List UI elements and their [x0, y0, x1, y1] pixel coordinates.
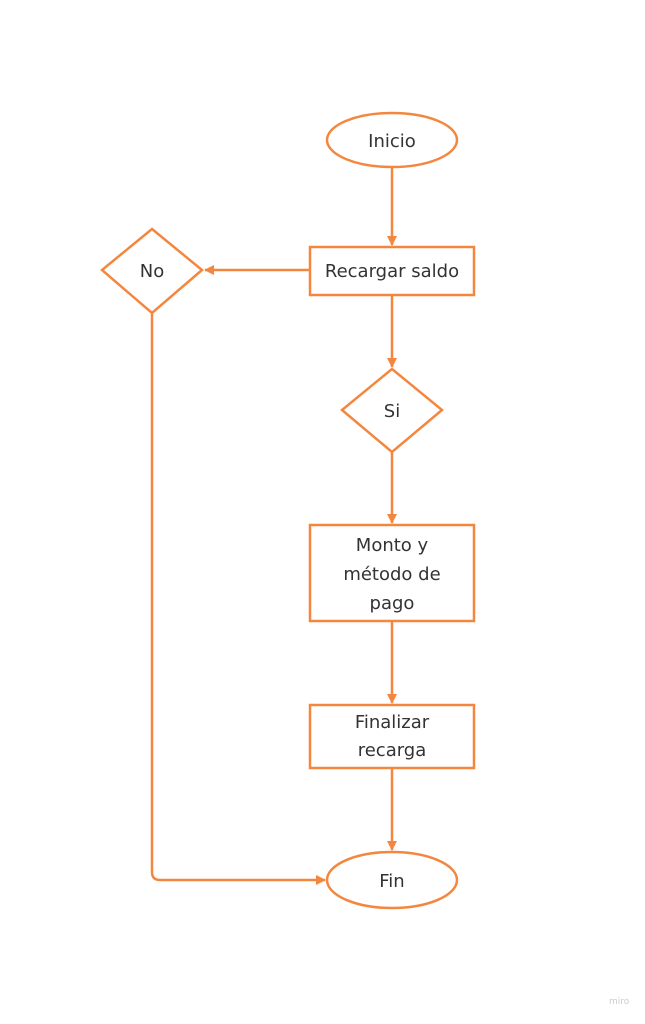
- miro-watermark: miro: [609, 997, 630, 1007]
- node-inicio-label: Inicio: [368, 131, 416, 152]
- node-fin[interactable]: Fin: [325, 850, 459, 910]
- node-finalizar-recarga[interactable]: Finalizar recarga: [308, 703, 476, 770]
- node-recargar-label: Recargar saldo: [325, 261, 459, 282]
- node-inicio[interactable]: Inicio: [325, 111, 459, 169]
- edge-no-fin: [150, 313, 326, 885]
- node-recargar-saldo[interactable]: Recargar saldo: [308, 245, 476, 297]
- node-si-decision[interactable]: Si: [340, 367, 444, 454]
- node-finalizar-label-line1: Finalizar: [355, 712, 430, 733]
- node-si-label: Si: [384, 401, 400, 422]
- node-monto-metodo-pago[interactable]: Monto y método de pago: [308, 523, 476, 623]
- node-monto-label-line3: pago: [370, 593, 415, 614]
- node-no-decision[interactable]: No: [100, 227, 204, 315]
- node-fin-label: Fin: [379, 871, 404, 892]
- node-monto-label-line1: Monto y: [356, 535, 429, 556]
- node-finalizar-label-line2: recarga: [358, 740, 427, 761]
- node-no-label: No: [140, 261, 164, 282]
- node-monto-label-line2: método de: [343, 564, 440, 585]
